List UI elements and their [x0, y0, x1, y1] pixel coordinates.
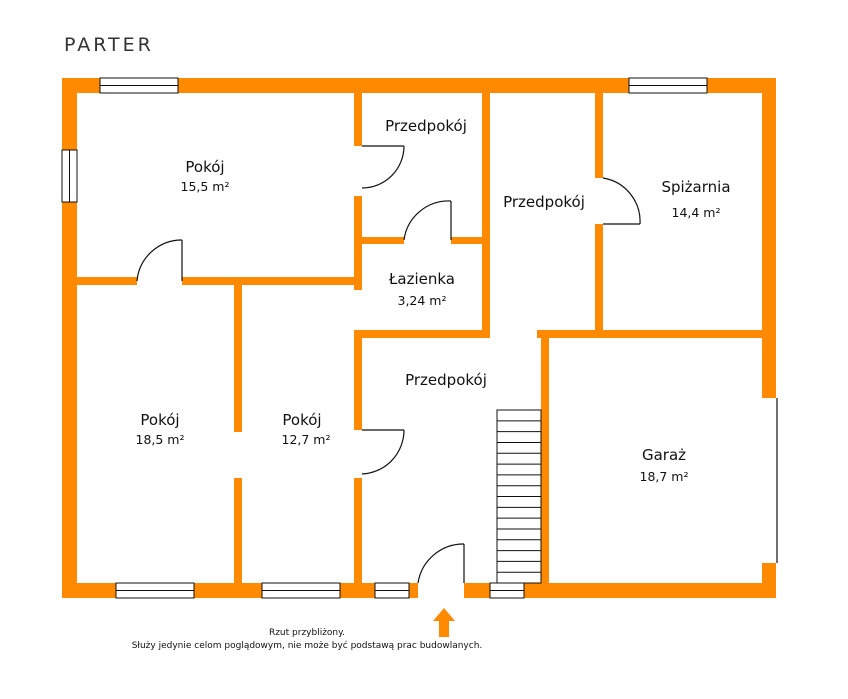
entrance-opening — [418, 583, 464, 598]
window-bottom-4 — [489, 582, 525, 599]
wall-horizontal-f2 — [182, 277, 362, 285]
window-bottom-1 — [115, 582, 195, 599]
windows — [61, 77, 708, 599]
stairs — [496, 409, 542, 584]
room-labels: Pokój 15,5 m² Przedpokój Przedpokój Spiż… — [136, 117, 731, 484]
wall-vertical-a1 — [354, 78, 362, 146]
wall-horizontal-i — [537, 330, 776, 338]
window-top-right — [628, 77, 708, 94]
room-area-pokoj-2: 18,5 m² — [136, 432, 185, 447]
room-area-pokoj-3: 12,7 m² — [282, 432, 331, 447]
room-name-pokoj-3: Pokój — [282, 411, 321, 429]
window-bottom-2 — [261, 582, 341, 599]
disclaimer-line-1: Rzut przybliżony. — [269, 628, 345, 638]
room-name-pokoj-2: Pokój — [140, 411, 179, 429]
wall-right-upper — [762, 78, 776, 398]
walls — [62, 78, 776, 598]
room-name-przedpokoj-2: Przedpokój — [503, 193, 585, 211]
room-name-spizarnia: Spiżarnia — [661, 178, 730, 196]
door-pantry — [602, 177, 641, 225]
wall-vertical-a3 — [354, 332, 362, 430]
wall-vertical-b — [482, 78, 490, 333]
window-top-left — [99, 77, 179, 94]
room-name-pokoj-1: Pokój — [185, 158, 224, 176]
wall-horizontal-h — [354, 330, 490, 338]
room-name-przedpokoj-3: Przedpokój — [405, 371, 487, 389]
wall-left — [62, 78, 77, 598]
room-area-pokoj-1: 15,5 m² — [181, 179, 230, 194]
room-name-lazienka: Łazienka — [388, 270, 455, 288]
wall-horizontal-g1 — [354, 237, 404, 244]
wall-vertical-d — [541, 330, 549, 598]
disclaimer-line-2: Służy jedynie celom poglądowym, nie może… — [132, 640, 483, 651]
door-entrance — [417, 543, 465, 584]
garage-door — [763, 398, 778, 563]
wall-right-lower — [762, 563, 776, 598]
room-area-spizarnia: 14,4 m² — [672, 205, 721, 220]
door-bathroom — [403, 200, 452, 241]
window-bottom-3 — [374, 582, 410, 599]
floor-title: PARTER — [64, 34, 154, 56]
wall-vertical-c1 — [595, 78, 603, 178]
wall-horizontal-f1 — [62, 277, 137, 285]
arrow-up-icon — [433, 608, 455, 637]
room-area-lazienka: 3,24 m² — [398, 293, 447, 308]
window-left — [61, 149, 78, 203]
room-name-przedpokoj-1: Przedpokój — [385, 117, 467, 135]
door-room-top-left — [136, 239, 183, 282]
door-hall-top — [361, 145, 405, 189]
wall-vertical-c2 — [595, 224, 603, 334]
wall-vertical-e1 — [234, 285, 242, 432]
doors — [136, 145, 641, 584]
room-area-garaz: 18,7 m² — [640, 469, 689, 484]
wall-vertical-e2 — [234, 478, 242, 598]
room-name-garaz: Garaż — [642, 446, 686, 464]
door-hall-lower — [361, 429, 405, 475]
wall-vertical-a4 — [354, 478, 362, 598]
wall-horizontal-g2 — [451, 237, 490, 244]
